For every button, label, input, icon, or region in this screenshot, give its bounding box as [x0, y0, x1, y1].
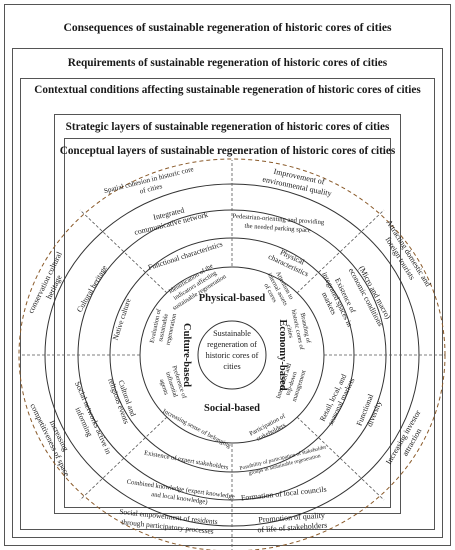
divider-upper-right [296, 209, 385, 294]
cultural-events-label: Cultural and religious events [106, 377, 138, 425]
conceptual-frame [64, 138, 391, 508]
requirements-title: Requirements of sustainable regeneration… [67, 57, 388, 69]
cultural-heritage-label: Cultural heritage [75, 263, 109, 314]
retail-markets-label: Retail, local, and seasonal markets [318, 372, 357, 426]
native-culture-label: Native culture [111, 297, 133, 341]
environmental-quality-label: Improvement of environmental quality [262, 167, 333, 198]
consequences-frame [4, 4, 451, 546]
contextual-title: Contextual conditions affecting sustaina… [34, 84, 421, 96]
base-culture: Culture-based [181, 323, 192, 387]
center-line-4: cities [223, 362, 240, 371]
center-line-3: historic cores of [206, 351, 259, 360]
strategic-title: Strategic layers of sustainable regenera… [65, 121, 390, 133]
attention-label: Attention to internal assets of cores [262, 270, 294, 307]
center-label: Sustainable regeneration of historic cor… [206, 329, 259, 371]
divider-lower-left [79, 416, 168, 501]
sector-dividers [20, 160, 445, 550]
center-circle [197, 320, 267, 390]
local-councils-label: Formation of local councils [241, 485, 327, 503]
quality-of-life-label: Promotion of quality of life of stakehol… [257, 511, 327, 535]
base-social: Social-based [204, 403, 260, 414]
divider-upper-left [79, 209, 168, 294]
pedestrian-label: Pedestrian-orienting and providing the n… [232, 213, 325, 235]
branding-line-3: cities [285, 324, 295, 339]
spatial-cohesion-label: Spatial cohesion in historic core of cit… [103, 165, 194, 195]
requirements-frame [12, 48, 443, 538]
preference-line-3: agents [158, 378, 170, 396]
economic-conditions-label: (Micro and macro) economic conditions [347, 264, 393, 328]
sense-of-belonging-label: Increasing sense of belonging [161, 408, 232, 450]
expert-stakeholders-label: Existence of expert stakeholders [144, 450, 230, 472]
conceptual-title: Conceptual layers of sustainable regener… [59, 145, 396, 157]
base-economy: Economy-based [277, 319, 288, 390]
evaluation-label: Evaluation of sustainable regeneration [149, 308, 179, 346]
base-physical: Physical-based [199, 293, 266, 304]
center-line-2: regeneration of [207, 340, 257, 349]
social-empowerment-label: Social empowerment of residents through … [119, 507, 218, 536]
strategic-frame [54, 114, 401, 514]
contextual-frame [20, 78, 435, 530]
consequences-title: Consequences of sustainable regeneration… [63, 21, 392, 34]
participation-label: Participation of stakeholders [248, 412, 287, 442]
social-networks-label: Social networks active in informing [73, 380, 113, 456]
integrated-network-label: Integrated communicative network [133, 205, 209, 236]
divider-lower-right [296, 416, 385, 501]
pedestrian-line-2: the needed parking space [244, 223, 311, 235]
center-line-1: Sustainable [213, 329, 251, 338]
functional-diversity-label: Functional diversity [354, 392, 383, 428]
